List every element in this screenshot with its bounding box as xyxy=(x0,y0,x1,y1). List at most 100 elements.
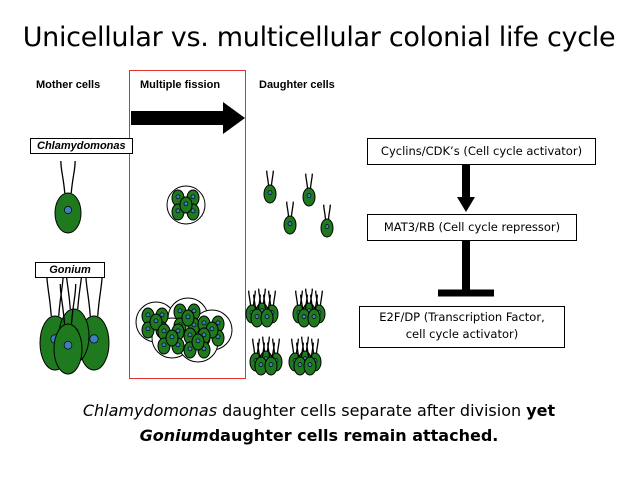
flagellum xyxy=(305,173,309,189)
gonium-fission-cell-5-5 xyxy=(191,333,205,351)
nucleus xyxy=(264,314,270,319)
nucleus xyxy=(215,334,221,340)
flagellum xyxy=(300,342,304,358)
nucleus xyxy=(191,322,197,328)
gonium-label: Gonium xyxy=(35,262,105,278)
flagellum xyxy=(266,170,270,186)
flagellum xyxy=(315,338,319,354)
nucleus xyxy=(185,314,191,320)
flagellum xyxy=(305,288,309,304)
nucleus xyxy=(201,332,207,338)
flagellum xyxy=(262,336,266,352)
flagellum xyxy=(252,290,256,306)
flagellum xyxy=(97,272,103,317)
flagellum xyxy=(262,288,266,304)
flagellum xyxy=(310,342,314,358)
nucleus xyxy=(159,312,165,318)
chlamydomonas-mother-cell xyxy=(54,160,82,234)
daughter-cells-header: Daughter cells xyxy=(259,79,335,91)
gonium-daughter-4-5 xyxy=(303,342,317,376)
flagellum xyxy=(327,204,331,220)
flagellum xyxy=(311,338,315,354)
nucleus xyxy=(201,346,207,352)
mat3-rb-box: MAT3/RB (Cell cycle repressor) xyxy=(367,214,577,241)
caption-line-2: Goniumdaughter cells remain attached. xyxy=(0,426,638,445)
fission-highlight-box xyxy=(129,70,246,379)
flagellum xyxy=(261,342,265,358)
caption-separate-text: daughter cells separate after division xyxy=(217,401,527,420)
flagellum xyxy=(257,294,261,310)
nucleus xyxy=(64,206,72,214)
flagellum xyxy=(252,338,256,354)
nucleus xyxy=(145,326,151,332)
activation-arrow-head xyxy=(457,197,475,212)
flagellum xyxy=(60,160,66,194)
caption-attached-text: daughter cells remain attached. xyxy=(208,426,499,445)
gonium-daughter-3-5 xyxy=(264,342,278,376)
nucleus xyxy=(301,314,307,319)
flagellum xyxy=(314,294,318,310)
nucleus xyxy=(161,328,167,334)
caption-chlamydomonas: Chlamydomonas xyxy=(82,401,218,420)
nucleus xyxy=(215,320,221,326)
nucleus xyxy=(201,320,207,326)
gonium-fission-cell-2-5 xyxy=(181,309,195,327)
gonium-daughter-1-4 xyxy=(250,294,264,328)
gonium-fission-cell-1-5 xyxy=(149,313,163,331)
flagellum xyxy=(85,272,91,317)
flagellum xyxy=(300,294,304,310)
chlamydomonas-daughter-3 xyxy=(302,173,316,207)
nucleus xyxy=(258,362,264,367)
nucleus xyxy=(145,312,151,318)
flagellum xyxy=(59,283,66,325)
flagellum xyxy=(276,338,280,354)
caption-yet: yet xyxy=(526,401,556,420)
chlamydomonas-label: Chlamydomonas xyxy=(30,138,133,154)
gonium-daughter-2-4 xyxy=(297,294,311,328)
caption-gonium: Gonium xyxy=(139,426,209,445)
nucleus xyxy=(287,221,293,226)
flagellum xyxy=(46,272,52,317)
nucleus xyxy=(209,326,215,332)
flagellum xyxy=(290,201,294,217)
flagellum xyxy=(272,338,276,354)
flagellum xyxy=(301,336,305,352)
flagellum xyxy=(267,342,271,358)
flagellum xyxy=(256,338,260,354)
cyclins-cdk-box: Cyclins/CDK’s (Cell cycle activator) xyxy=(367,138,596,165)
gonium-daughter-1-5 xyxy=(260,294,274,328)
chlamydomonas-daughter-4 xyxy=(320,204,334,238)
flagellum xyxy=(299,290,303,306)
e2f-dp-line2: cell cycle activator) xyxy=(405,327,519,341)
flagellum xyxy=(272,290,276,306)
flagellum xyxy=(295,338,299,354)
multiple-fission-header: Multiple fission xyxy=(140,79,221,91)
fission-cell-5 xyxy=(179,196,193,214)
flagellum xyxy=(253,294,257,310)
flagellum xyxy=(70,283,77,325)
nucleus xyxy=(175,194,181,200)
nucleus xyxy=(175,208,181,214)
nucleus xyxy=(161,342,167,348)
e2f-dp-box: E2F/DP (Transcription Factor, cell cycle… xyxy=(359,306,565,348)
mother-cells-header: Mother cells xyxy=(36,79,101,91)
process-arrow xyxy=(131,102,245,134)
flagellum xyxy=(309,173,313,189)
nucleus xyxy=(187,332,193,338)
flagellum xyxy=(291,338,295,354)
flagellum xyxy=(270,170,274,186)
flagellum xyxy=(258,288,262,304)
flagellum xyxy=(319,290,323,306)
flagellum xyxy=(305,336,309,352)
nucleus xyxy=(311,314,317,319)
flagellum xyxy=(315,290,319,306)
chlamydomonas-daughter-1 xyxy=(263,170,277,204)
nucleus xyxy=(63,340,73,350)
flagellum xyxy=(310,294,314,310)
nucleus xyxy=(169,334,175,340)
nucleus xyxy=(324,224,330,229)
flagellum xyxy=(304,294,308,310)
flagellum xyxy=(296,342,300,358)
nucleus xyxy=(195,338,201,344)
